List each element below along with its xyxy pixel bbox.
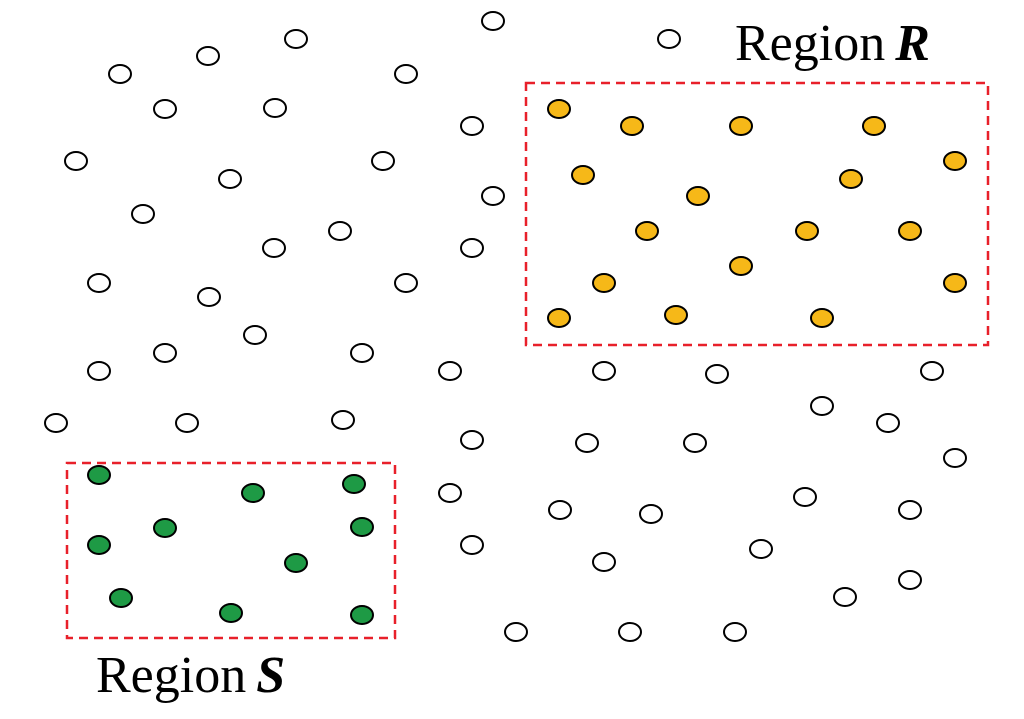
region-r-symbol: R: [895, 15, 930, 72]
point-outside: [262, 238, 286, 258]
point-outside: [723, 622, 747, 642]
point-outside: [460, 238, 484, 258]
point-outside: [481, 11, 505, 31]
point-outside: [920, 361, 944, 381]
point-outside: [438, 483, 462, 503]
point-region-s: [153, 518, 177, 538]
point-outside: [793, 487, 817, 507]
point-region-s: [219, 603, 243, 623]
point-outside: [943, 448, 967, 468]
point-outside: [618, 622, 642, 642]
point-region-s: [284, 553, 308, 573]
point-outside: [504, 622, 528, 642]
point-group: [44, 11, 967, 642]
point-outside: [44, 413, 68, 433]
point-outside: [197, 287, 221, 307]
point-region-r: [729, 256, 753, 276]
point-outside: [639, 504, 663, 524]
point-region-r: [547, 99, 571, 119]
point-outside: [481, 186, 505, 206]
point-region-r: [943, 273, 967, 293]
point-region-r: [810, 308, 834, 328]
point-region-r: [686, 186, 710, 206]
point-region-s: [350, 605, 374, 625]
point-outside: [394, 64, 418, 84]
point-outside: [131, 204, 155, 224]
point-outside: [331, 410, 355, 430]
region-s-box: [65, 461, 397, 640]
point-outside: [196, 46, 220, 66]
point-outside: [705, 364, 729, 384]
region-s-word: Region: [96, 647, 247, 704]
point-outside: [153, 343, 177, 363]
point-outside: [460, 116, 484, 136]
point-outside: [592, 361, 616, 381]
point-outside: [263, 98, 287, 118]
point-outside: [108, 64, 132, 84]
point-region-s: [87, 465, 111, 485]
point-outside: [575, 433, 599, 453]
point-region-r: [592, 273, 616, 293]
point-outside: [592, 552, 616, 572]
point-outside: [876, 413, 900, 433]
region-r-box: [524, 81, 990, 347]
point-region-r: [898, 221, 922, 241]
point-region-s: [350, 517, 374, 537]
region-r-word: Region: [735, 15, 886, 72]
point-outside: [153, 99, 177, 119]
point-outside: [657, 29, 681, 49]
point-region-r: [839, 169, 863, 189]
point-region-r: [571, 165, 595, 185]
point-outside: [438, 361, 462, 381]
point-outside: [218, 169, 242, 189]
point-region-r: [729, 116, 753, 136]
point-region-r: [795, 221, 819, 241]
point-outside: [350, 343, 374, 363]
point-region-s: [109, 588, 133, 608]
point-outside: [328, 221, 352, 241]
point-outside: [898, 500, 922, 520]
point-region-r: [664, 305, 688, 325]
point-region-s: [87, 535, 111, 555]
point-outside: [243, 325, 267, 345]
point-region-s: [342, 474, 366, 494]
point-region-r: [620, 116, 644, 136]
point-outside: [898, 570, 922, 590]
point-outside: [64, 151, 88, 171]
point-region-r: [943, 151, 967, 171]
point-outside: [284, 29, 308, 49]
point-outside: [371, 151, 395, 171]
point-outside: [175, 413, 199, 433]
point-region-s: [241, 483, 265, 503]
point-region-r: [635, 221, 659, 241]
region-s-symbol: S: [256, 647, 286, 704]
point-region-r: [862, 116, 886, 136]
point-region-r: [547, 308, 571, 328]
point-outside: [548, 500, 572, 520]
point-outside: [460, 430, 484, 450]
point-outside: [810, 396, 834, 416]
point-outside: [87, 361, 111, 381]
point-outside: [749, 539, 773, 559]
point-outside: [833, 587, 857, 607]
point-outside: [87, 273, 111, 293]
point-outside: [394, 273, 418, 293]
point-outside: [460, 535, 484, 555]
point-outside: [683, 433, 707, 453]
